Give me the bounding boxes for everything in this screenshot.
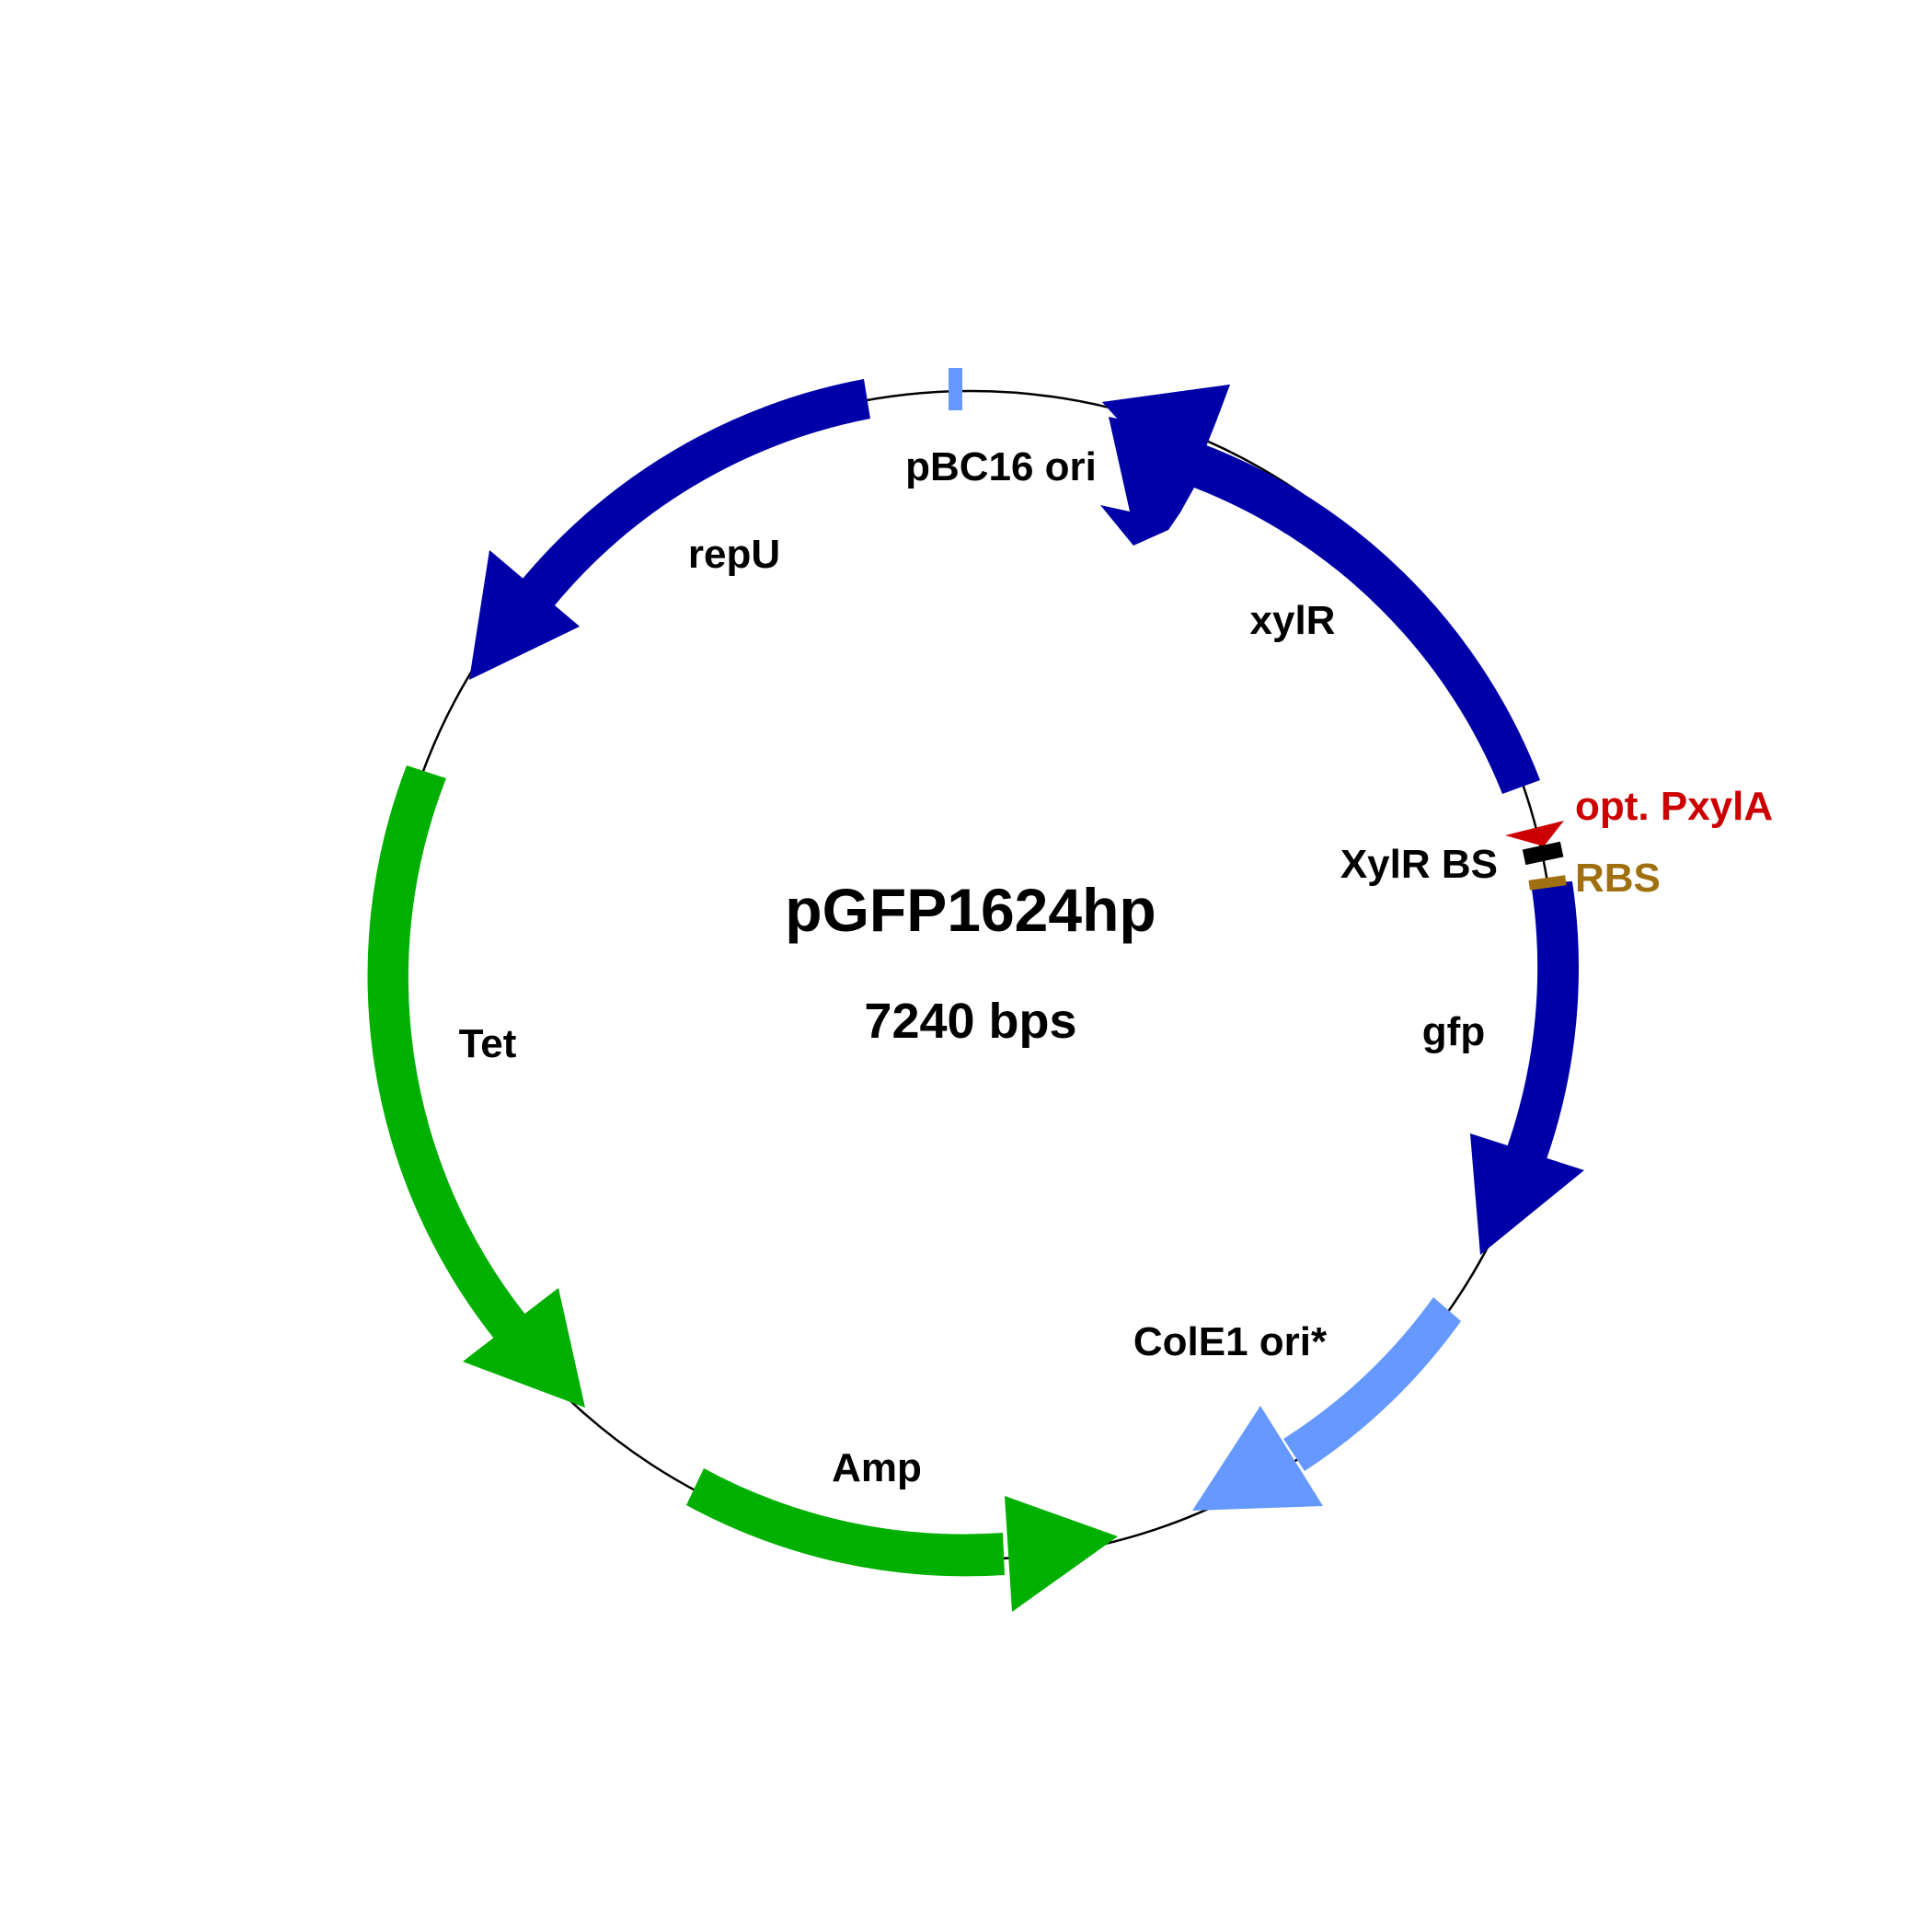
feature-arc-Amp[interactable] [686,1468,1005,1577]
feature-arc-repU[interactable] [519,379,870,611]
feature-arc-gfp[interactable] [1507,881,1580,1159]
feature-arrowhead-xylR-cap [1102,385,1230,490]
feature-arrowhead-gfp [1470,1133,1584,1255]
feature-arc-xylR[interactable] [1100,417,1540,794]
feature-arrowhead-Tet [463,1288,585,1408]
feature-label-Amp: Amp [832,1445,922,1490]
feature-arrowhead-Amp [1005,1496,1118,1612]
feature-arrowhead-ColE1-ori [1192,1406,1323,1511]
feature-label-pBC16-ori: pBC16 ori [905,444,1097,489]
feature-label-opt-PxylA: opt. PxylA [1575,784,1773,829]
feature-mark-RBS[interactable] [1528,875,1567,891]
feature-arc-ColE1-ori[interactable] [1283,1297,1461,1471]
feature-arrowhead-repU-bridge [489,550,580,627]
feature-mark-pBC16-ori[interactable] [949,368,962,410]
feature-arc-Tet[interactable] [367,765,526,1339]
feature-arrowhead-opt-PxylA[interactable] [1505,821,1564,846]
feature-label-RBS: RBS [1575,856,1661,901]
feature-label-XylR-BS: XylR BS [1340,842,1498,887]
plasmid-name: pGFP1624hp [785,876,1156,944]
feature-mark-XylR-BS[interactable] [1522,841,1564,866]
feature-label-repU: repU [688,532,780,577]
feature-arrowhead-Tet-bridge [463,1288,558,1362]
feature-arrowhead-repU [469,550,580,680]
feature-label-gfp: gfp [1422,1009,1485,1054]
feature-label-xylR: xylR [1250,598,1336,643]
feature-label-ColE1-ori: ColE1 ori* [1133,1319,1328,1364]
plasmid-size: 7240 bps [864,994,1076,1049]
feature-label-Tet: Tet [459,1021,517,1066]
